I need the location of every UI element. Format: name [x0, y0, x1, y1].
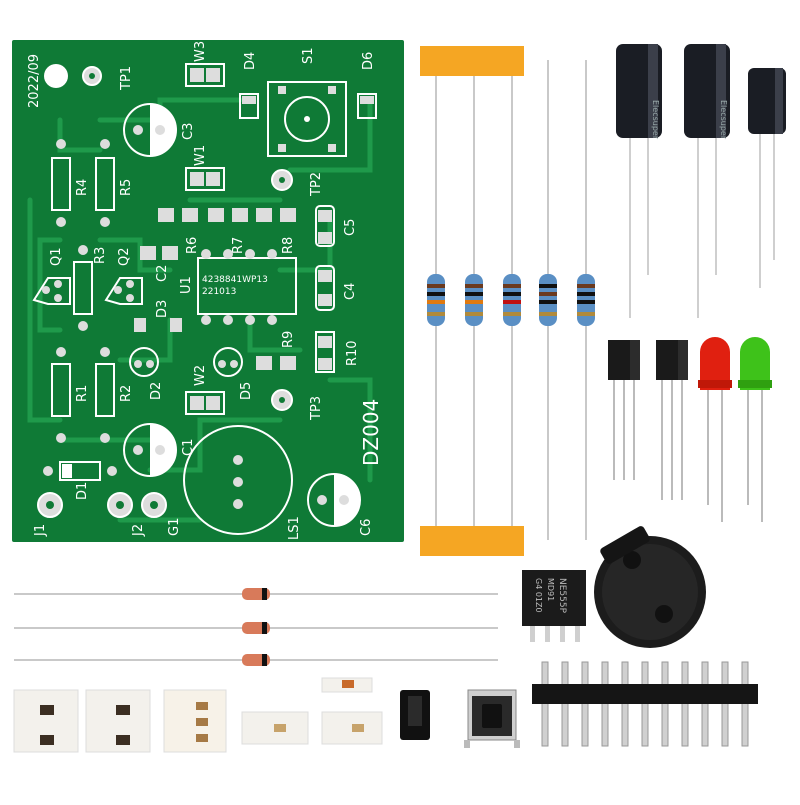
svg-text:R8: R8	[281, 237, 296, 254]
svg-text:G1: G1	[167, 518, 182, 536]
buzzer	[594, 526, 706, 648]
svg-text:TP1: TP1	[119, 66, 134, 91]
pcb-board: 2022/09 TP1 W3 D4 S1 D6 C3 R4 R5 W1 TP2 …	[12, 40, 404, 542]
ic-chip-line3: G4 01Z0	[534, 578, 543, 613]
resistor-bodies	[427, 274, 595, 326]
svg-text:W1: W1	[193, 145, 208, 166]
svg-text:W3: W3	[193, 41, 208, 62]
pin-header	[532, 661, 758, 747]
ic-chip-line1: NE555P	[557, 578, 567, 614]
svg-text:S1: S1	[301, 47, 316, 64]
svg-text:R5: R5	[119, 179, 134, 196]
svg-text:Q1: Q1	[49, 247, 64, 266]
ic-u1-footprint: 4238841WP13 221013	[197, 249, 297, 325]
tact-switch	[464, 689, 520, 748]
svg-text:C5: C5	[343, 219, 358, 236]
svg-text:D1: D1	[75, 482, 90, 500]
svg-text:R2: R2	[119, 385, 134, 402]
pcb-date-label: 2022/09	[27, 54, 42, 108]
svg-text:C4: C4	[343, 283, 358, 300]
resistor-strip	[420, 46, 595, 556]
svg-text:D2: D2	[149, 382, 164, 400]
svg-text:R4: R4	[75, 179, 90, 196]
svg-text:TP3: TP3	[309, 396, 324, 421]
transistors	[608, 340, 688, 500]
leds	[698, 337, 772, 522]
svg-text:D6: D6	[361, 52, 376, 70]
svg-text:D4: D4	[243, 52, 258, 70]
green-led	[740, 337, 770, 390]
smd-component-strips	[13, 677, 383, 753]
jumper-cap	[400, 690, 430, 740]
svg-text:D5: D5	[239, 382, 254, 400]
connector-pads	[37, 492, 167, 518]
svg-text:C3: C3	[181, 123, 196, 140]
svg-text:D3: D3	[155, 300, 170, 318]
svg-text:C1: C1	[181, 439, 196, 456]
svg-text:LS1: LS1	[287, 516, 302, 540]
ic-u1-date: 221013	[202, 287, 236, 297]
red-led	[700, 337, 730, 390]
svg-text:R10: R10	[345, 340, 360, 366]
svg-text:W2: W2	[193, 365, 208, 386]
diodes	[14, 588, 498, 666]
svg-text:Q2: Q2	[117, 247, 132, 266]
svg-text:R7: R7	[231, 237, 246, 254]
capacitor-brand-1: Elecsuper	[651, 100, 660, 140]
svg-text:TP2: TP2	[309, 172, 324, 197]
ic-u1-code: 4238841WP13	[202, 275, 268, 285]
resistor-footprints	[51, 157, 115, 417]
svg-text:U1: U1	[179, 276, 194, 294]
svg-text:R1: R1	[75, 385, 90, 402]
electrolytic-capacitors: Elecsuper Elecsuper	[616, 44, 786, 318]
pcb-silkscreen: 2022/09 TP1 W3 D4 S1 D6 C3 R4 R5 W1 TP2 …	[27, 41, 383, 540]
cap-footprints	[123, 103, 361, 527]
ne555-chip: NE555P MD91 G4 01Z0	[522, 570, 586, 642]
board-name-label: DZ004	[359, 399, 383, 466]
svg-text:R3: R3	[93, 247, 108, 264]
speaker-footprint	[183, 425, 293, 535]
switch-s1-footprint	[267, 81, 347, 157]
svg-text:J1: J1	[33, 524, 48, 537]
jumper-pads	[185, 63, 225, 415]
svg-text:R6: R6	[185, 237, 200, 254]
svg-text:J2: J2	[131, 524, 146, 537]
svg-text:R9: R9	[281, 331, 296, 348]
svg-text:C2: C2	[155, 265, 170, 282]
capacitor-brand-2: Elecsuper	[719, 100, 728, 140]
ic-chip-line2: MD91	[546, 578, 555, 601]
svg-text:C6: C6	[359, 519, 374, 536]
transistor-footprints	[32, 277, 143, 305]
